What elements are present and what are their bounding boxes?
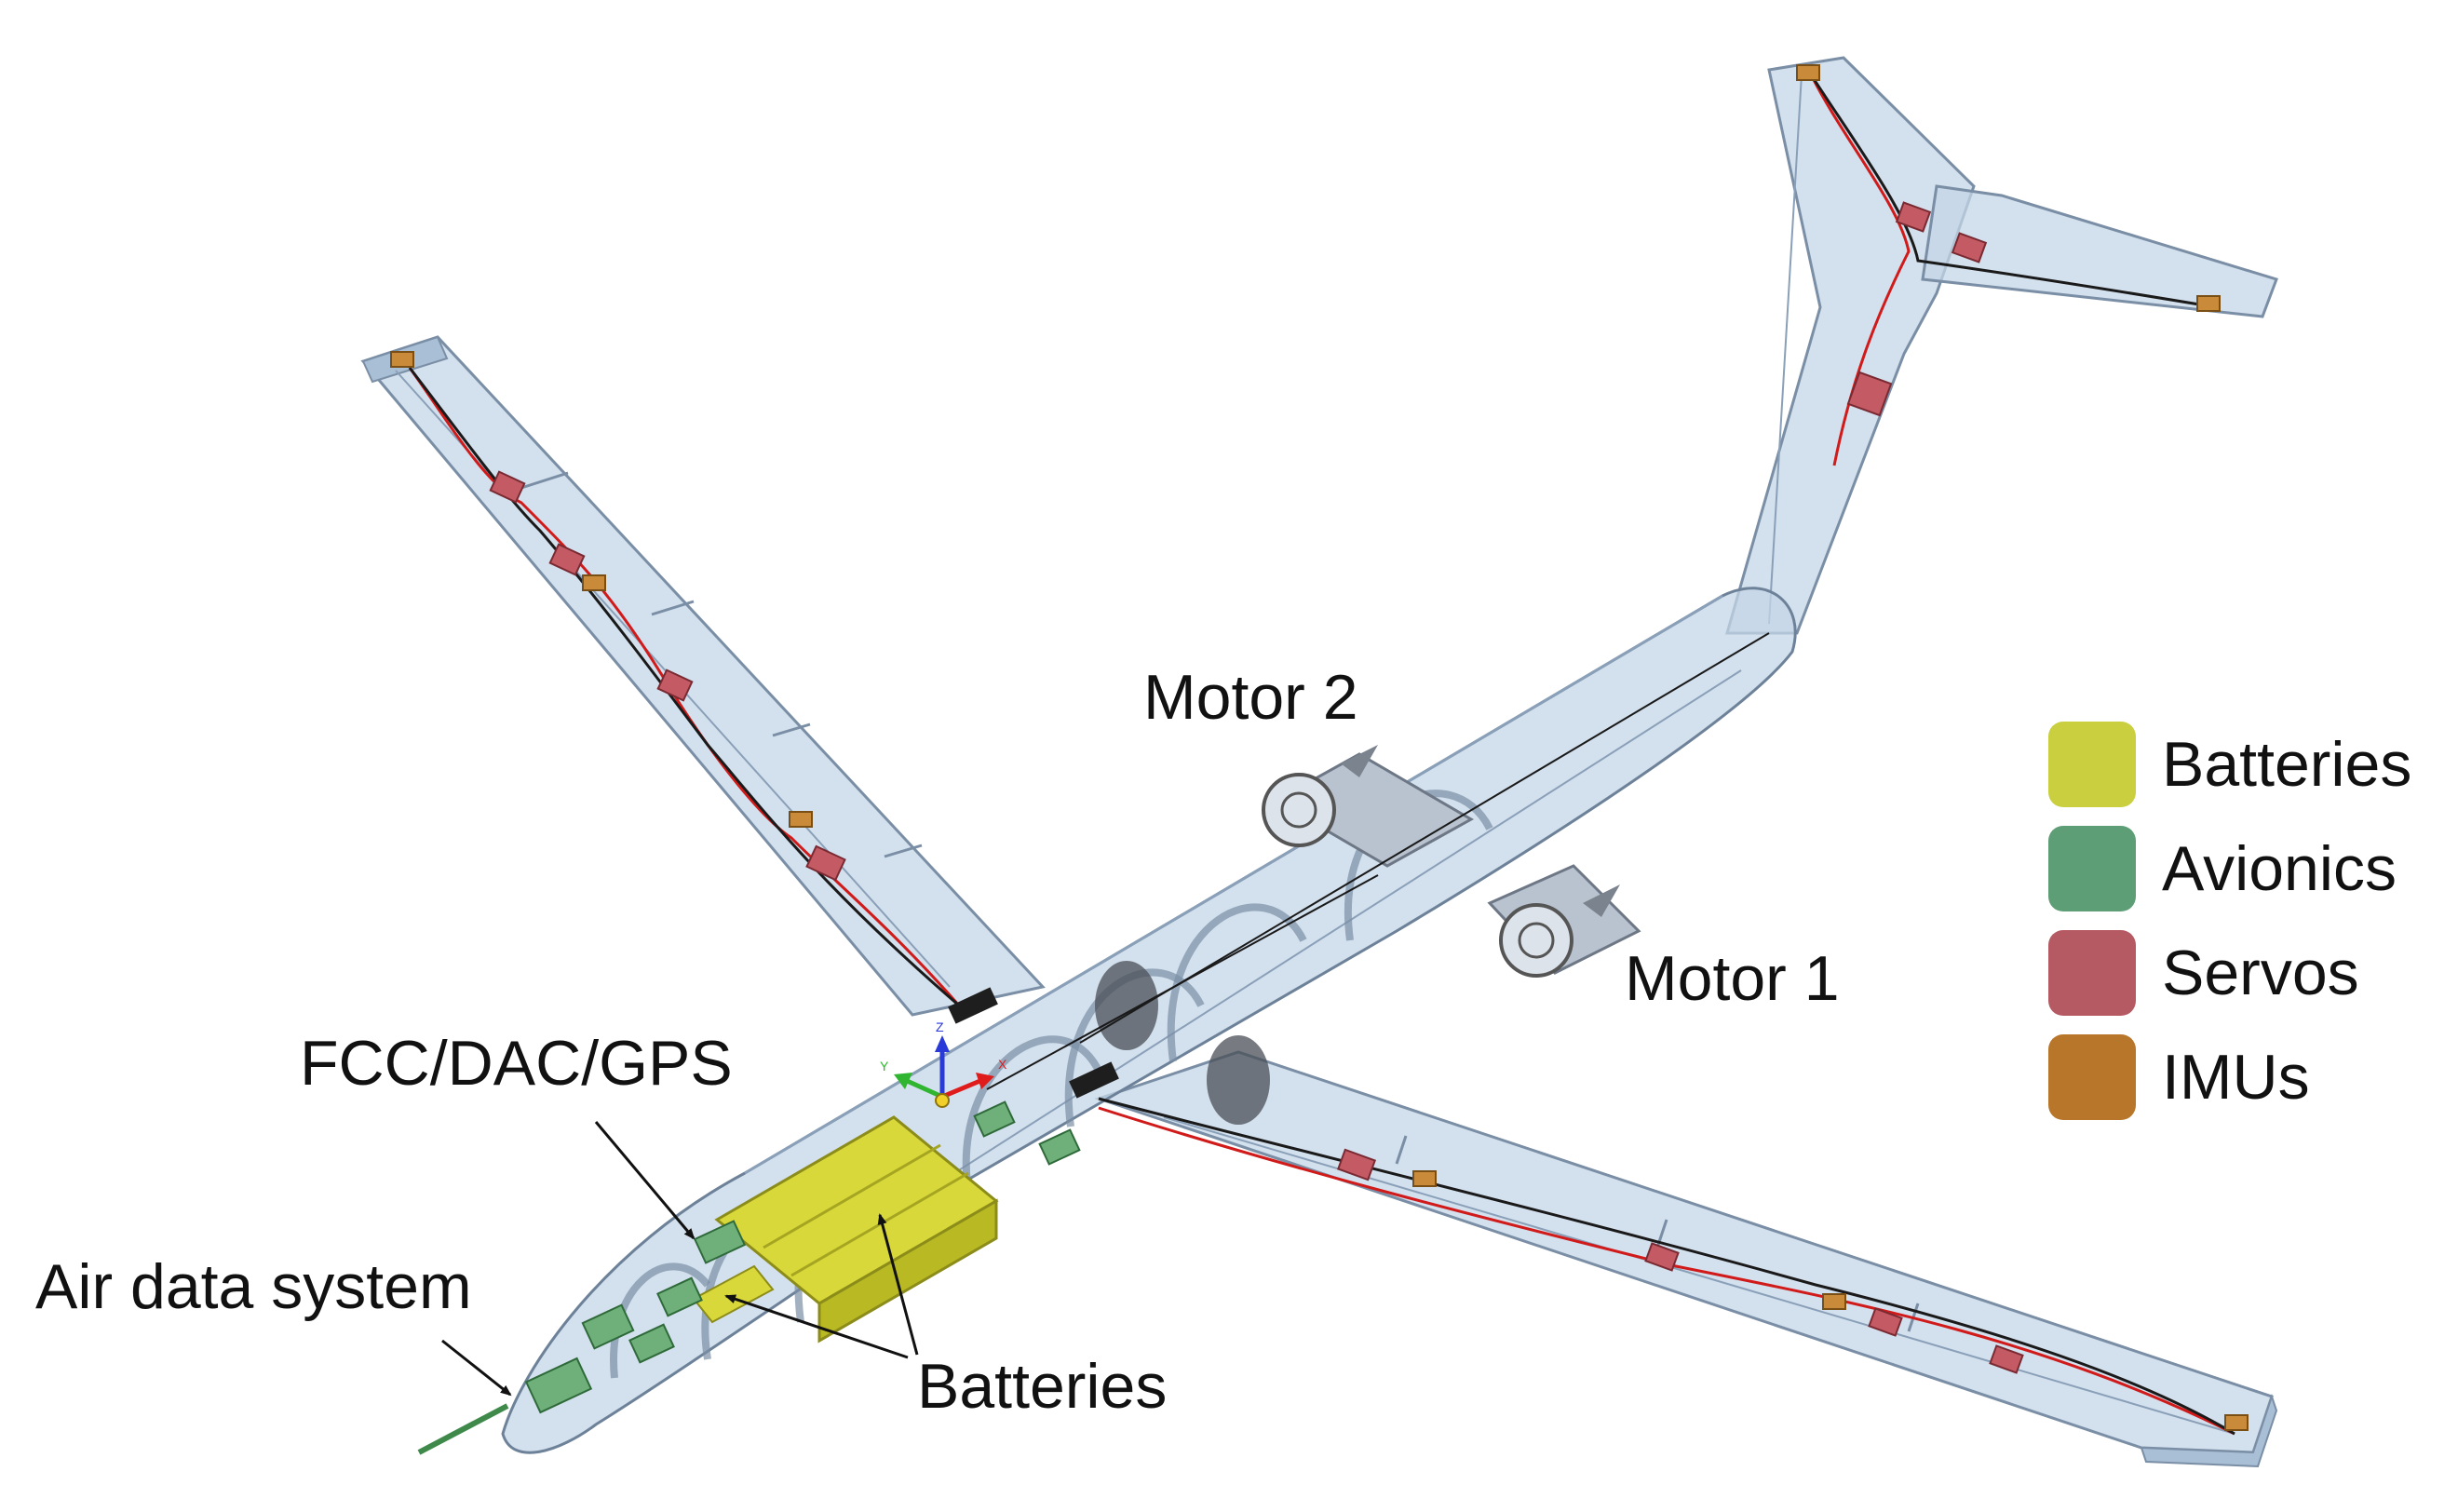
axis-y-label: Y [880,1059,889,1073]
battery-pack [692,1115,999,1343]
legend-item-batteries: Batteries [2048,712,2411,817]
legend-item-avionics: Avionics [2048,817,2411,921]
legend-label: Avionics [2162,833,2397,904]
tail [1725,56,2278,635]
motor-2 [1262,745,1475,868]
legend-swatch-servos [2048,930,2136,1016]
axis-z-label: Z [936,1019,944,1034]
legend-item-servos: Servos [2048,921,2411,1025]
axis-triad: Z X Y [880,1019,1007,1108]
legend-swatch-batteries [2048,722,2136,807]
legend-swatch-imus [2048,1034,2136,1120]
axis-x-label: X [998,1057,1007,1072]
imus [390,64,2249,1431]
motor-1-label: Motor 1 [1625,943,1840,1014]
legend-label: Batteries [2162,729,2412,800]
connectors [948,987,1119,1099]
batteries-callout-label: Batteries [917,1351,1168,1422]
fcc-dac-gps-label: FCC/DAC/GPS [300,1028,733,1099]
legend-item-imus: IMUs [2048,1025,2411,1129]
wiring [408,74,2235,1436]
legend-swatch-avionics [2048,826,2136,911]
callout-lines [441,1121,919,1397]
legend-label: IMUs [2162,1042,2310,1113]
avionics [417,1100,1081,1455]
motor-2-label: Motor 2 [1143,662,1358,733]
air-data-system-label: Air data system [35,1251,472,1322]
servos [489,201,2024,1374]
motor-1 [1487,864,1641,978]
legend: Batteries Avionics Servos IMUs [2048,712,2411,1129]
legend-label: Servos [2162,938,2359,1008]
